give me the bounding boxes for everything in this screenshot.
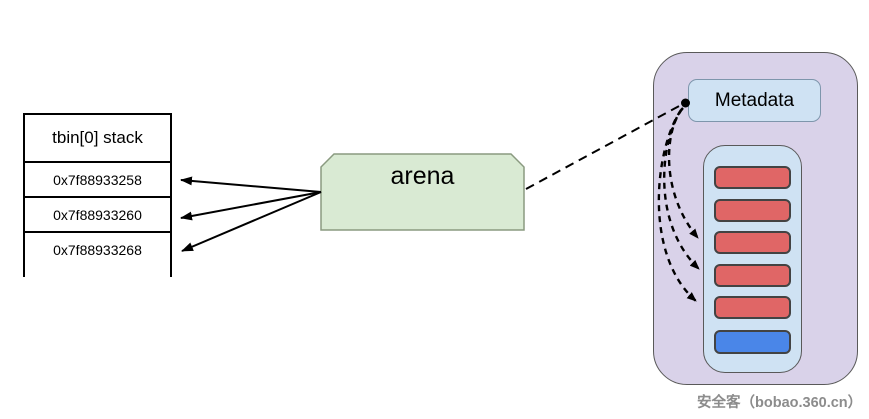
arrow-arena-to-row2 bbox=[180, 191, 322, 221]
arrow-arena-to-row1 bbox=[180, 176, 322, 193]
chunk-allocated bbox=[714, 264, 791, 287]
stack-address-row: 0x7f88933260 bbox=[23, 196, 172, 233]
arena-label: arena bbox=[390, 161, 455, 190]
stack-empty-row-partial bbox=[23, 266, 172, 277]
metadata-box: Metadata bbox=[688, 79, 821, 122]
chunk-free bbox=[714, 330, 791, 354]
arrow-arena-to-row3 bbox=[181, 191, 322, 252]
tbin-stack-header: tbin[0] stack bbox=[23, 113, 172, 163]
run-container bbox=[703, 145, 802, 373]
chunk-allocated bbox=[714, 231, 791, 254]
stack-address-row: 0x7f88933268 bbox=[23, 231, 172, 268]
chunk-allocated bbox=[714, 296, 791, 319]
tbin-stack-table: tbin[0] stack 0x7f88933258 0x7f88933260 … bbox=[23, 113, 172, 277]
chunk-allocated bbox=[714, 199, 791, 222]
stack-address-row: 0x7f88933258 bbox=[23, 161, 172, 198]
chunk-allocated bbox=[714, 166, 791, 189]
watermark-text: 安全客（bobao.360.cn） bbox=[697, 395, 863, 411]
